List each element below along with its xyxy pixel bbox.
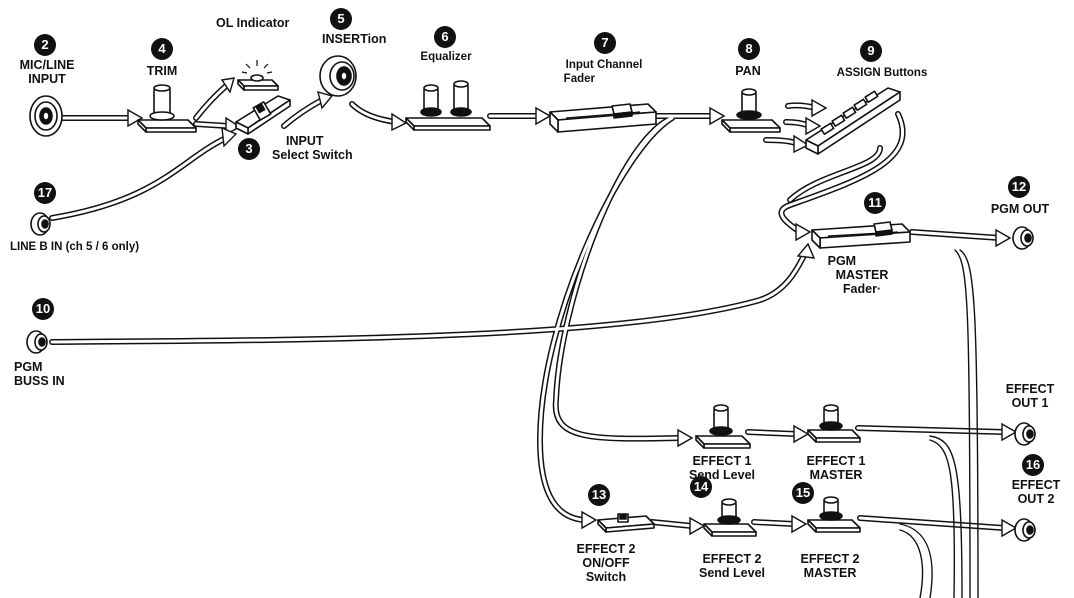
arrowhead (391, 112, 408, 132)
wire-buss-to-master (49, 249, 809, 345)
badge-2: 2 (34, 34, 56, 56)
effect1-send-level-knob-icon (695, 404, 751, 449)
arrowhead (220, 77, 235, 94)
badge-14: 14 (690, 476, 712, 498)
bus-line-6 (899, 529, 924, 598)
badge-11: 11 (864, 192, 886, 214)
badge-15: 15 (792, 482, 814, 504)
badge-3: 3 (238, 138, 260, 160)
badge-13: 13 (588, 484, 610, 506)
bus-line-5 (899, 523, 933, 598)
badge-4: 4 (151, 38, 173, 60)
badge-16: 16 (1022, 454, 1044, 476)
arrowhead (791, 514, 808, 534)
label-pan: PAN (735, 64, 761, 78)
label-equalizer: Equalizer (420, 51, 472, 63)
bus-line-4 (929, 439, 956, 598)
bus-line-2 (954, 249, 971, 598)
effect-out2-jack-icon (1014, 518, 1036, 542)
effect-out1-jack-icon (1014, 422, 1036, 446)
effect1-master-knob-icon (807, 404, 861, 443)
arrowhead (709, 106, 726, 126)
input-channel-fader-icon (549, 103, 657, 133)
badge-6: 6 (434, 26, 456, 48)
label-trim: TRIM (146, 64, 178, 78)
arrowhead (796, 242, 816, 259)
pan-knob-icon (721, 88, 781, 133)
label-ol-indicator: OL Indicator (216, 16, 290, 30)
effect2-master-knob-icon (807, 496, 861, 533)
badge-17: 17 (34, 182, 56, 204)
arrowhead (995, 228, 1012, 248)
arrowhead (793, 134, 810, 154)
arrowhead (811, 98, 828, 118)
pgm-master-fader-icon (811, 221, 911, 249)
arrowhead (317, 90, 334, 110)
badge-9: 9 (860, 40, 882, 62)
arrowhead (1001, 518, 1018, 538)
trim-knob-icon (137, 84, 197, 133)
insertion-jack-icon (319, 55, 357, 97)
wires (49, 77, 1018, 598)
mic-line-input-jack-icon (29, 95, 63, 137)
badge-5: 5 (330, 8, 352, 30)
badge-12: 12 (1008, 176, 1030, 198)
arrowhead (127, 108, 144, 128)
badge-8: 8 (738, 38, 760, 60)
ol-indicator-icon (237, 60, 279, 91)
arrowhead (795, 222, 812, 242)
label-insertion: INSERTion (322, 32, 387, 46)
equalizer-knobs-icon (405, 80, 491, 131)
arrowhead (1001, 422, 1018, 442)
bus-line-1 (959, 249, 979, 598)
input-select-switch-icon (235, 95, 291, 135)
wire-linein-to-select (49, 135, 229, 221)
effect2-onoff-switch-icon (597, 513, 655, 533)
arrowhead (805, 116, 822, 136)
assign-buttons-icon (805, 87, 901, 155)
line-b-in-jack-icon (30, 212, 51, 236)
badge-10: 10 (32, 298, 54, 320)
arrowhead (581, 510, 598, 530)
label-line-b-in: LINE B IN (ch 5 / 6 only) (10, 241, 140, 253)
bus-line-3 (929, 435, 963, 598)
wire-insert-to-eq (349, 101, 399, 125)
arrowhead (677, 428, 694, 448)
pgm-out-jack-icon (1012, 226, 1034, 250)
badge-7: 7 (594, 32, 616, 54)
arrowhead (793, 424, 810, 444)
arrowhead (221, 126, 238, 148)
arrowhead (535, 106, 552, 126)
arrowhead (225, 116, 242, 136)
label-pgm-master-fader: PGM MASTER Fader· (827, 254, 889, 296)
label-pgm-out: PGM OUT (990, 202, 1050, 216)
arrowhead (689, 516, 706, 536)
label-assign-buttons: ASSIGN Buttons (836, 67, 928, 79)
effect2-send-level-knob-icon (703, 498, 757, 537)
pgm-buss-in-jack-icon (26, 330, 48, 354)
